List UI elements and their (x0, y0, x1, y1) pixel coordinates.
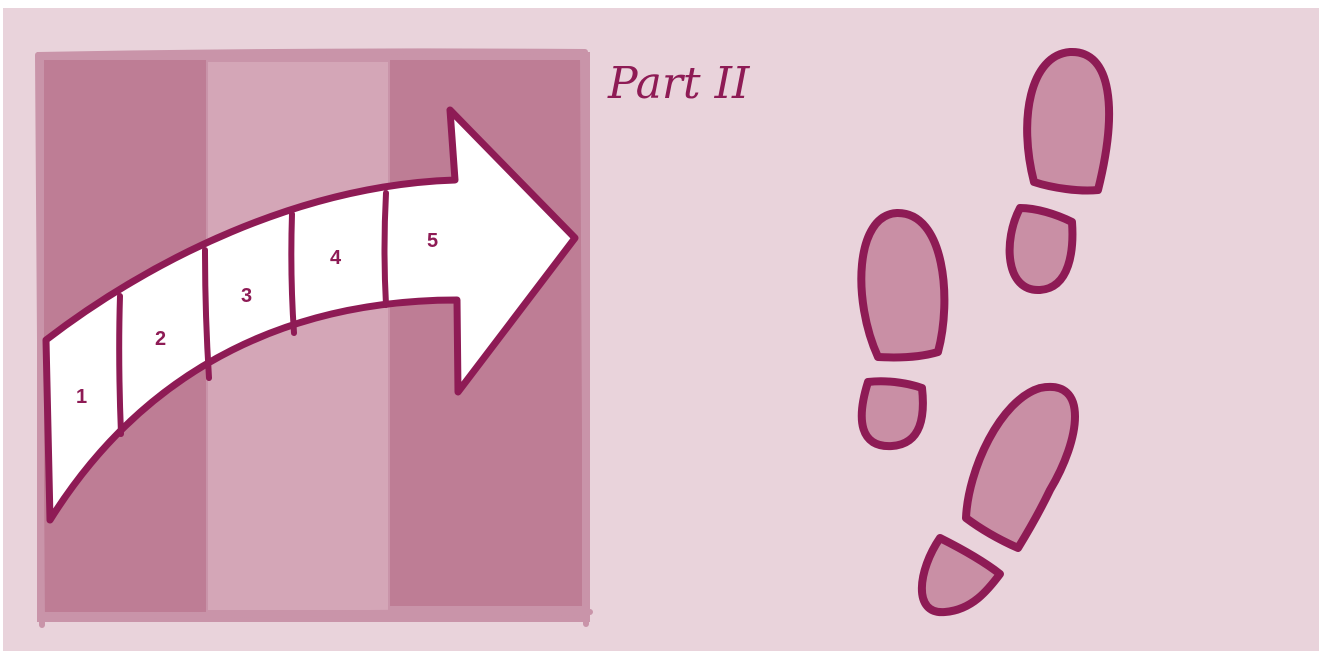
step-label-3: 3 (241, 285, 252, 307)
step-label-2: 2 (155, 328, 166, 350)
arrow-divider-3 (288, 211, 297, 336)
footprint-bottom (918, 382, 1079, 617)
footprint-top (1005, 47, 1114, 294)
arrow-divider-1 (116, 293, 124, 437)
footprint-top-sole (1023, 47, 1114, 195)
footprint-left (857, 208, 949, 451)
arrow-divider-4 (381, 190, 389, 308)
step-label-5: 5 (427, 230, 438, 252)
step-label-1: 1 (76, 386, 87, 408)
footprint-left-sole (857, 208, 949, 362)
page-title: Part II (607, 58, 751, 109)
board-frame-stroke (35, 48, 593, 628)
arrow-icon: 1 2 3 4 5 (42, 106, 579, 524)
footprint-bottom-heel (918, 534, 1004, 617)
arrow-shape (42, 106, 579, 524)
footprint-top-heel (1005, 204, 1077, 294)
footprints-icon (857, 47, 1114, 617)
footprint-bottom-sole (962, 382, 1079, 552)
footprint-left-heel (857, 377, 927, 451)
arrow-divider-2 (202, 247, 212, 381)
step-label-4: 4 (330, 247, 342, 269)
